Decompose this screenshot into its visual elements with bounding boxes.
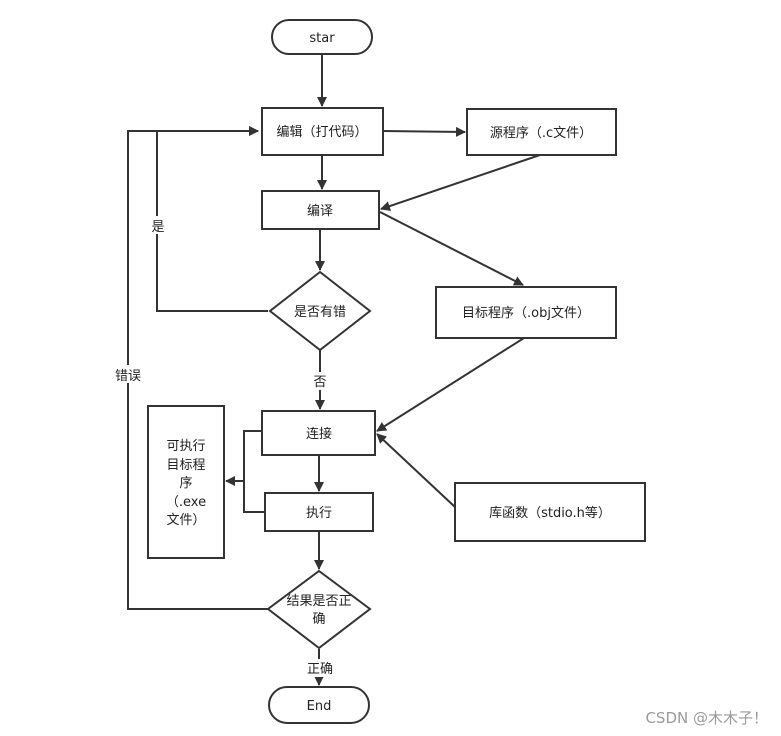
- has-error-label: 是否有错: [294, 305, 346, 320]
- library-box: [454, 482, 646, 542]
- correct-label-line-2: 确: [312, 612, 325, 627]
- exe-label-line-2: 目标程: [166, 458, 205, 473]
- edge-compile-object: [379, 211, 524, 286]
- correct-label-line-1: 结果是否正: [286, 594, 351, 609]
- execute-label: 执行: [306, 506, 332, 521]
- edge-label-yes: 是: [151, 220, 164, 235]
- no-label-bg: [308, 372, 332, 390]
- edge-object-link: [376, 337, 525, 432]
- correct-decision: [266, 569, 372, 650]
- start-terminal: [271, 19, 373, 55]
- edge-haserror-yes-edit: [156, 126, 268, 312]
- edge-link-execute-bracket: [243, 430, 264, 513]
- exe-label-line-5: 文件）: [166, 513, 205, 528]
- execute-box: [264, 492, 374, 532]
- correct-label: 结果是否正 确: [286, 594, 351, 627]
- start-label: star: [309, 31, 335, 46]
- edge-library-link: [376, 433, 456, 508]
- end-terminal: [268, 686, 370, 724]
- edge-source-compile: [380, 154, 541, 211]
- link-box: [261, 410, 376, 456]
- exe-box: [147, 405, 225, 559]
- compile-label: 编译: [307, 204, 333, 219]
- edit-label: 编辑（打代码）: [276, 125, 367, 140]
- watermark: CSDN @木木子！: [645, 709, 768, 727]
- correct-edge-label-bg: [300, 659, 340, 677]
- library-label: 库函数（stdio.h等）: [489, 505, 611, 521]
- exe-label: 可执行 目标程 序 （.exe 文件）: [166, 439, 206, 528]
- object-box: [435, 286, 617, 339]
- object-label: 目标程序（.obj文件）: [462, 306, 590, 321]
- error-label-bg: [110, 365, 146, 383]
- edge-label-correct: 正确: [307, 662, 333, 677]
- end-label: End: [307, 699, 332, 714]
- edge-label-no: 否: [313, 375, 326, 390]
- link-label: 连接: [306, 426, 332, 442]
- has-error-decision: [268, 270, 372, 352]
- exe-label-line-4: （.exe: [166, 495, 206, 510]
- source-label: 源程序（.c文件）: [490, 126, 592, 141]
- yes-label-bg: [146, 216, 170, 234]
- exe-label-line-1: 可执行: [166, 439, 205, 454]
- compile-box: [261, 190, 380, 230]
- edge-label-error: 错误: [115, 369, 141, 384]
- source-box: [466, 108, 617, 156]
- edges: [127, 54, 541, 686]
- exe-label-line-3: 序: [179, 476, 192, 491]
- edge-edit-source: [382, 126, 466, 137]
- edit-box: [261, 107, 384, 156]
